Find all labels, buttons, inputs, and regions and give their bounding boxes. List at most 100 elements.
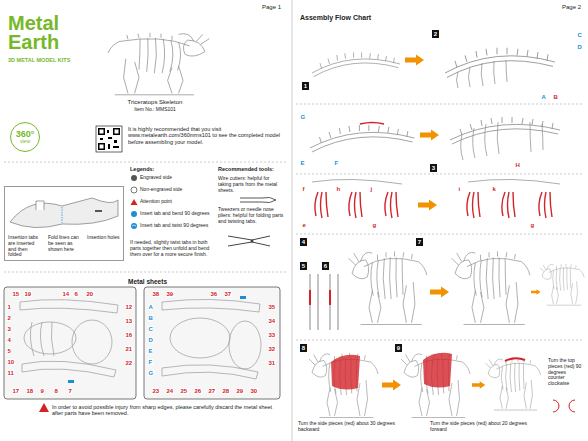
caption-text: Insertion tabs are inserted and then fol… — [8, 235, 42, 258]
callout-number: 23 — [152, 388, 160, 394]
step-text: 1 — [304, 83, 307, 89]
illustration-part — [452, 251, 530, 324]
callout-number: E — [300, 160, 305, 166]
illustration-part — [467, 192, 480, 218]
callout-number: f — [302, 186, 305, 192]
step-number: 7 — [416, 238, 423, 246]
illustration-part — [349, 251, 427, 324]
illustration-part — [296, 174, 584, 175]
illustration-part — [505, 358, 525, 361]
legend-entry: Engraved side — [140, 175, 217, 181]
illustration-part — [349, 192, 362, 218]
view-badge: 360°view — [10, 122, 40, 152]
callout-number: 4 — [7, 337, 11, 343]
illustration-part — [312, 52, 400, 76]
callout-number: B — [553, 94, 558, 100]
illustration-part — [315, 192, 328, 218]
illustration-part — [22, 361, 116, 377]
warning-note: In order to avoid possible injury from s… — [52, 404, 284, 417]
illustration-box: Insertion tabs are inserted and then fol… — [4, 186, 124, 261]
callout-number: 14 — [62, 291, 70, 297]
callout-number: 15 — [12, 291, 20, 297]
callout-number: g — [372, 222, 377, 228]
illustration-part — [310, 290, 330, 305]
callout-number: 25 — [180, 388, 188, 394]
step-text: 8 — [302, 345, 305, 351]
callout-number: E — [148, 348, 153, 354]
step-text: 3 — [432, 165, 435, 171]
step-number: 6 — [322, 262, 329, 270]
callout-number: H — [515, 162, 520, 168]
illustration-part — [4, 287, 136, 399]
illustration-part — [113, 128, 120, 135]
illustration-part — [331, 355, 360, 390]
illustration-part — [162, 299, 260, 312]
callout-number: 29 — [236, 388, 244, 394]
illustration-part — [445, 48, 555, 78]
legend-entry: Attention point — [140, 199, 217, 205]
callout-number: i — [458, 186, 461, 192]
illustration-part — [4, 272, 288, 273]
callout-number: 27 — [208, 388, 216, 394]
step-text: 4 — [302, 239, 305, 245]
illustration-part — [531, 289, 541, 295]
note-text: It is highly recommended that you visit … — [128, 126, 283, 145]
callout-number: 7 — [68, 388, 72, 394]
step-text: 7 — [418, 239, 421, 245]
callout-number: 19 — [24, 291, 32, 297]
illustration-part — [296, 340, 584, 341]
illustration-part — [113, 146, 119, 148]
callout-number: 32 — [268, 346, 276, 352]
illustration-part — [240, 197, 276, 202]
illustration-part — [131, 187, 137, 193]
illustration-part — [162, 299, 261, 379]
step-number: 3 — [430, 164, 437, 172]
callout-number: 38 — [152, 291, 160, 297]
illustration-part — [296, 104, 584, 340]
illustration-part — [296, 104, 584, 105]
callout-number: B — [148, 315, 153, 321]
illustration-part — [420, 130, 439, 141]
callout-number: 3 — [7, 326, 11, 332]
illustration-part — [229, 321, 261, 369]
tool-note: Tweezers or needle nose pliers: helpful … — [218, 207, 284, 224]
illustration-part — [502, 192, 515, 218]
legend-heading: Legends: — [130, 166, 154, 172]
callout-number: g — [530, 222, 535, 228]
callout-number: 26 — [194, 388, 202, 394]
page-number: Page 2 — [562, 4, 581, 11]
illustration-part — [108, 144, 110, 149]
section-heading: Assembly Flow Chart — [300, 14, 371, 22]
step-caption: Turn the side pieces (red) about 20 degr… — [430, 421, 542, 433]
illustration-part — [144, 287, 280, 399]
caption-text: Insertion holes — [87, 235, 121, 241]
illustration-part — [114, 140, 117, 143]
callout-number: 21 — [125, 346, 133, 352]
illustration-part — [96, 126, 122, 152]
illustration-part — [401, 353, 470, 418]
tip-note: If needed, slightly twist tabs in both p… — [130, 240, 214, 257]
illustration-part — [20, 300, 118, 377]
illustration-part — [385, 192, 398, 218]
illustration-part — [292, 0, 293, 441]
callout-number: h — [336, 186, 341, 192]
callout-number: D — [577, 44, 582, 50]
illustration-part — [131, 211, 137, 217]
step-text: 5 — [302, 263, 305, 269]
callout-number: G — [300, 114, 306, 120]
illustration-part — [309, 353, 378, 418]
callout-number: 30 — [250, 388, 258, 394]
callout-number: 33 — [268, 332, 276, 338]
illustration-part — [72, 320, 112, 364]
callout-number: 6 — [74, 291, 78, 297]
illustration-part — [98, 128, 105, 135]
illustration-part — [461, 122, 543, 160]
illustration-part — [108, 137, 112, 139]
illustration-part — [405, 55, 424, 66]
illustration-part — [131, 223, 137, 229]
callout-number: 13 — [125, 318, 133, 324]
illustration-part — [68, 380, 74, 383]
step-text: 6 — [324, 263, 327, 269]
illustration-part — [107, 130, 109, 133]
